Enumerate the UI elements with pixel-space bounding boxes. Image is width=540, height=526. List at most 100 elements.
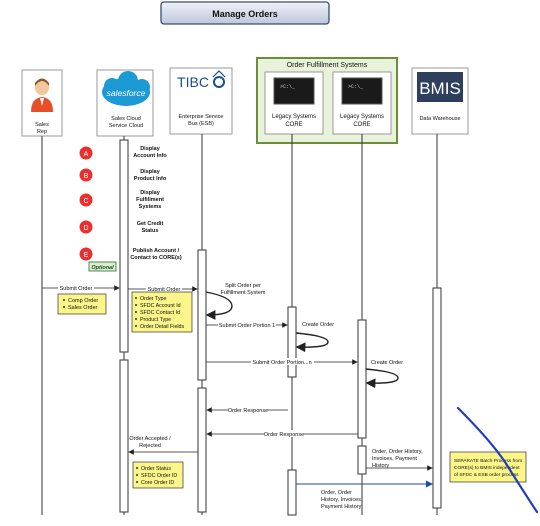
terminal-icon: >C:\_ xyxy=(341,77,383,105)
rep-note-line-1: Comp Order xyxy=(68,298,98,304)
sf-note-line-2: SFDC Account Id xyxy=(140,303,181,309)
status-note-line-3: Core Order ID xyxy=(141,480,174,486)
batch-note-line-3: of SFDC & ESB order process xyxy=(454,472,519,478)
salesforce-logo-text: salesforce xyxy=(107,88,146,98)
person-icon xyxy=(31,78,53,112)
create-order-2-label: Create Order xyxy=(371,360,403,366)
participant-bmis: BMIS Data Warehouse xyxy=(411,67,469,135)
message-submit-order-1: Submit Order xyxy=(42,284,120,292)
create-order-1-label: Create Order xyxy=(302,322,334,328)
accepted-line-1: Order Accepted / xyxy=(129,436,171,442)
step-d: D Get Credit Status xyxy=(79,220,164,234)
participant-sales-rep: Sales Rep xyxy=(21,69,63,137)
status-note-line-1: Order Status xyxy=(141,466,171,472)
sf-note-line-1: Order Type xyxy=(140,296,166,302)
message-order-response-2: Order Response xyxy=(206,430,358,438)
rep-note-line-2: Sales Order xyxy=(68,305,98,311)
terminal-icon: >C:\_ xyxy=(273,77,315,105)
bmis-label: Data Warehouse xyxy=(419,116,460,122)
step-c-line-1: Display xyxy=(140,190,161,196)
submit-portion-n-label: Submit Order Portion...n xyxy=(252,360,311,366)
group-title: Order Fulfillment Systems xyxy=(287,62,368,69)
step-badge-e-letter: E xyxy=(84,252,89,259)
message-create-order-2: Create Order xyxy=(365,360,403,389)
activation-legacy1-2 xyxy=(287,469,297,516)
history-2-line-2: History, Invoices, xyxy=(321,497,363,503)
submit-portion-1-label: Submit Order Portion 1 xyxy=(219,323,275,329)
step-badge-a xyxy=(79,146,93,160)
order-response-1-label: Order Response xyxy=(228,408,268,414)
activation-legacy1-1 xyxy=(287,306,297,378)
step-badge-d xyxy=(79,220,93,234)
sales-rep-label-1: Sales xyxy=(35,122,49,128)
terminal-prompt-2: >C:\_ xyxy=(348,84,364,90)
accepted-line-2: Rejected xyxy=(139,443,161,449)
participant-tibco: TIBC Enterprise Service Bus (ESB) xyxy=(169,67,233,135)
status-note-line-2: SFDC Order ID xyxy=(141,473,177,479)
tibco-logo-icon xyxy=(212,70,226,88)
activation-salesforce-1 xyxy=(119,139,129,353)
split-order-line-1: Split Order per xyxy=(225,283,261,289)
message-split-order: Split Order per Fulfillment System xyxy=(205,283,266,320)
submit-order-2-label: Submit Order xyxy=(148,287,181,293)
legacy2-label-1: Legacy Systems xyxy=(340,114,384,120)
note-rep-orders: Comp Order Sales Order xyxy=(57,293,107,315)
activation-tibco-2 xyxy=(197,387,207,513)
step-badge-a-letter: A xyxy=(84,151,89,158)
diagram-title-box: Manage Orders xyxy=(160,1,330,25)
bmis-logo-bg xyxy=(417,72,463,102)
tibco-logo-text: TIBC xyxy=(177,74,209,90)
step-badge-c-letter: C xyxy=(83,198,88,205)
history-2-line-1: Order, Order xyxy=(321,490,352,496)
message-order-response-1: Order Response xyxy=(206,406,288,414)
step-a-line-2: Account Info xyxy=(133,153,167,159)
step-badge-e xyxy=(79,247,93,261)
participant-salesforce: salesforce Sales Cloud Service Cloud xyxy=(96,69,154,137)
activation-tibco-1 xyxy=(197,249,207,381)
history-1-line-3: History xyxy=(372,463,389,469)
legacy1-label-2: CORE xyxy=(285,122,302,128)
history-2-line-3: Payment History xyxy=(321,504,362,510)
message-order-accepted: Order Accepted / Rejected xyxy=(128,436,198,455)
batch-note-line-1: SEPARATE Batch Process from xyxy=(454,458,522,464)
legacy1-label-1: Legacy Systems xyxy=(272,114,316,120)
step-e-line-2: Contact to CORE(s) xyxy=(130,255,182,261)
message-submit-order-2: Submit Order xyxy=(128,285,198,293)
step-a-line-1: Display xyxy=(140,146,161,152)
step-e-line-1: Publish Account / xyxy=(133,248,180,254)
optional-label: Optional xyxy=(91,265,114,271)
salesforce-label-1: Sales Cloud xyxy=(111,116,141,122)
sf-note-line-5: Order Detail Fields xyxy=(140,324,185,330)
tibco-label-2: Bus (ESB) xyxy=(188,121,214,127)
salesforce-cloud-logo: salesforce xyxy=(102,71,150,106)
step-d-line-1: Get Credit xyxy=(137,221,164,227)
step-a: A Display Account Info xyxy=(79,146,167,160)
batch-note-line-2: CORE(s) to BMIS independent xyxy=(454,465,520,471)
tibco-label-1: Enterprise Service xyxy=(179,114,224,120)
step-badge-c xyxy=(79,193,93,207)
note-separate-batch: SEPARATE Batch Process from CORE(s) to B… xyxy=(449,451,527,483)
activation-legacy2-1 xyxy=(357,319,367,439)
step-badge-d-letter: D xyxy=(83,225,88,232)
bmis-logo-text: BMIS xyxy=(419,79,461,98)
step-b-line-1: Display xyxy=(140,169,161,175)
step-b: B Display Product Info xyxy=(79,168,167,182)
participant-legacy-1: >C:\_ Legacy Systems CORE xyxy=(264,71,324,135)
history-1-line-2: Invoices, Payment xyxy=(372,456,417,462)
activation-bmis xyxy=(432,287,442,509)
submit-order-1-label: Submit Order xyxy=(60,286,93,292)
activation-salesforce-2 xyxy=(119,359,129,513)
step-c: C Display Fulfillment Systems xyxy=(79,190,164,210)
optional-tag: Optional xyxy=(88,261,117,272)
step-e: E Publish Account / Contact to CORE(s) xyxy=(79,247,182,261)
salesforce-label-2: Service Cloud xyxy=(109,123,143,129)
strike-through-mark xyxy=(456,406,539,514)
step-d-line-2: Status xyxy=(142,228,159,234)
step-b-line-2: Product Info xyxy=(134,176,167,182)
participant-legacy-2: >C:\_ Legacy Systems CORE xyxy=(332,71,392,135)
message-submit-portion-n: Submit Order Portion...n xyxy=(206,358,358,366)
sf-note-line-3: SFDC Contact Id xyxy=(140,310,180,316)
activation-bars xyxy=(119,139,442,516)
note-order-fields: Order Type SFDC Account Id SFDC Contact … xyxy=(131,291,193,333)
